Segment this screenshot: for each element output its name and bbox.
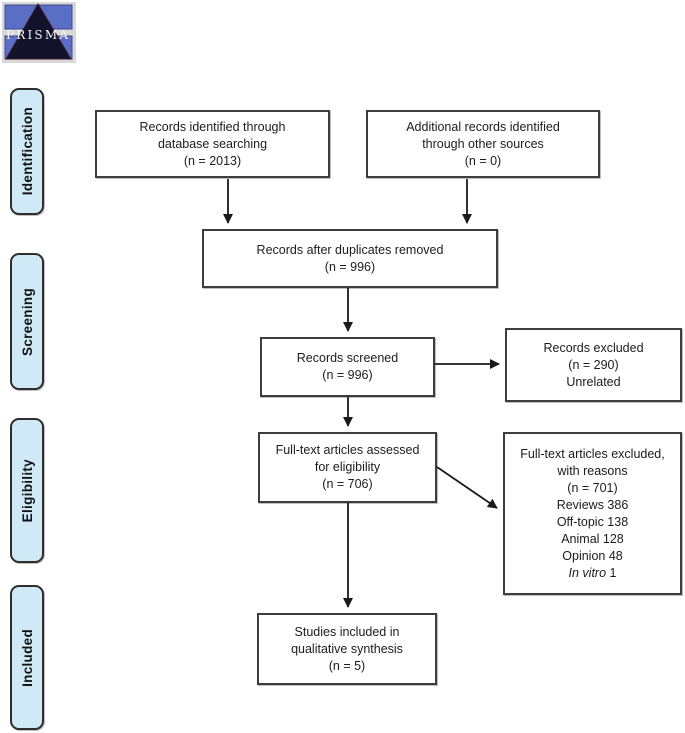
- box-line: Off-topic 138: [556, 514, 629, 529]
- box-line: qualitative synthesis: [291, 641, 403, 656]
- box-line: (n = 996): [324, 259, 376, 274]
- box-line: Opinion 48: [562, 548, 623, 563]
- box-line: (n = 2013): [183, 153, 242, 168]
- box-line: Full-text articles assessed: [275, 443, 420, 457]
- box-line: Additional records identified: [406, 119, 560, 134]
- box-additional-records: Additional records identified through ot…: [366, 110, 600, 178]
- box-line: (n = 706): [322, 477, 373, 491]
- prisma-logo-text: PRISMA: [6, 28, 72, 42]
- box-line: (n = 5): [328, 658, 366, 673]
- box-records-screened: Records screened (n = 996): [260, 337, 435, 397]
- phase-label-text: Included: [19, 628, 35, 687]
- box-line: (n = 996): [322, 368, 373, 382]
- in-vitro-count: 1: [606, 565, 617, 580]
- phase-label-text: Identification: [19, 107, 35, 196]
- box-line: Records after duplicates removed: [256, 242, 444, 257]
- phase-label-text: Eligibility: [19, 458, 35, 523]
- box-fulltext-excluded: Full-text articles excluded, with reason…: [503, 432, 682, 595]
- box-line: database searching: [157, 136, 268, 151]
- in-vitro-italic: In vitro: [568, 565, 607, 580]
- phase-label-included: Included: [10, 585, 44, 730]
- phase-label-screening: Screening: [10, 253, 44, 390]
- phase-label-identification: Identification: [10, 88, 44, 215]
- box-line: Records screened: [296, 351, 399, 365]
- box-line: Reviews 386: [556, 497, 629, 512]
- box-line: (n = 701): [567, 480, 618, 495]
- box-line: Studies included in: [294, 624, 400, 639]
- box-line: with reasons: [557, 463, 628, 478]
- box-line: (n = 290): [568, 357, 619, 372]
- box-records-excluded: Records excluded (n = 290) Unrelated: [505, 328, 682, 402]
- box-line: Records excluded: [543, 340, 644, 355]
- box-line: (n = 0): [464, 153, 502, 168]
- box-line: Records identified through: [139, 119, 286, 134]
- box-records-identified: Records identified through database sear…: [95, 110, 330, 178]
- box-line: Unrelated: [566, 374, 621, 389]
- phase-label-eligibility: Eligibility: [10, 418, 44, 563]
- box-duplicates-removed: Records after duplicates removed (n = 99…: [202, 229, 498, 288]
- box-fulltext-assessed: Full-text articles assessed for eligibil…: [258, 432, 437, 503]
- arrow-fulltext-to-excluded: [436, 466, 498, 509]
- box-line: Full-text articles excluded,: [520, 446, 665, 461]
- prisma-logo-icon: PRISMA: [2, 2, 76, 63]
- box-line: Animal 128: [561, 531, 624, 546]
- box-line: through other sources: [422, 136, 544, 151]
- box-line: for eligibility: [314, 460, 381, 474]
- box-line-in-vitro: In vitro 1: [569, 565, 617, 582]
- phase-label-text: Screening: [19, 287, 35, 356]
- box-studies-included: Studies included in qualitative synthesi…: [257, 613, 437, 685]
